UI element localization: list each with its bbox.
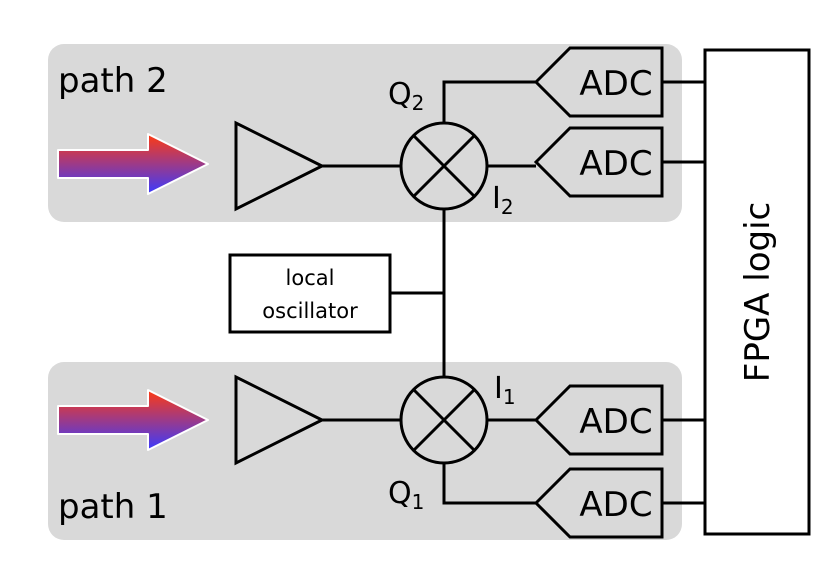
path-1-label: path 1 [58, 487, 168, 527]
path-1-q-label: Q1 [388, 476, 424, 514]
adc-1-label: ADC [579, 64, 652, 104]
path-1-i-label: I1 [494, 371, 516, 409]
fpga-box [703, 48, 811, 536]
path-1-input-arrow [57, 389, 209, 451]
path-2-q-label: Q2 [388, 77, 424, 115]
local-oscillator-label-line2: oscillator [262, 299, 358, 323]
path-2-input-arrow [57, 133, 209, 195]
adc-3-label: ADC [579, 402, 652, 442]
path-1-q-wire [442, 463, 536, 505]
adc-2-label: ADC [579, 144, 652, 184]
path-1-mixer [399, 375, 489, 465]
path-2-i-label: I2 [492, 181, 514, 219]
path-1-amplifier [234, 374, 326, 466]
path-2-q-wire [442, 80, 536, 123]
path-2-amplifier [234, 120, 326, 212]
path-2-panel [48, 44, 682, 222]
local-oscillator-label-line1: local [286, 266, 335, 290]
path-2-mixer [399, 121, 489, 211]
path-1-panel [48, 362, 682, 540]
path-2-label: path 2 [58, 61, 168, 101]
fpga-label: FPGA logic [738, 202, 778, 382]
adc-4-label: ADC [579, 485, 652, 525]
local-oscillator-box [228, 253, 392, 334]
